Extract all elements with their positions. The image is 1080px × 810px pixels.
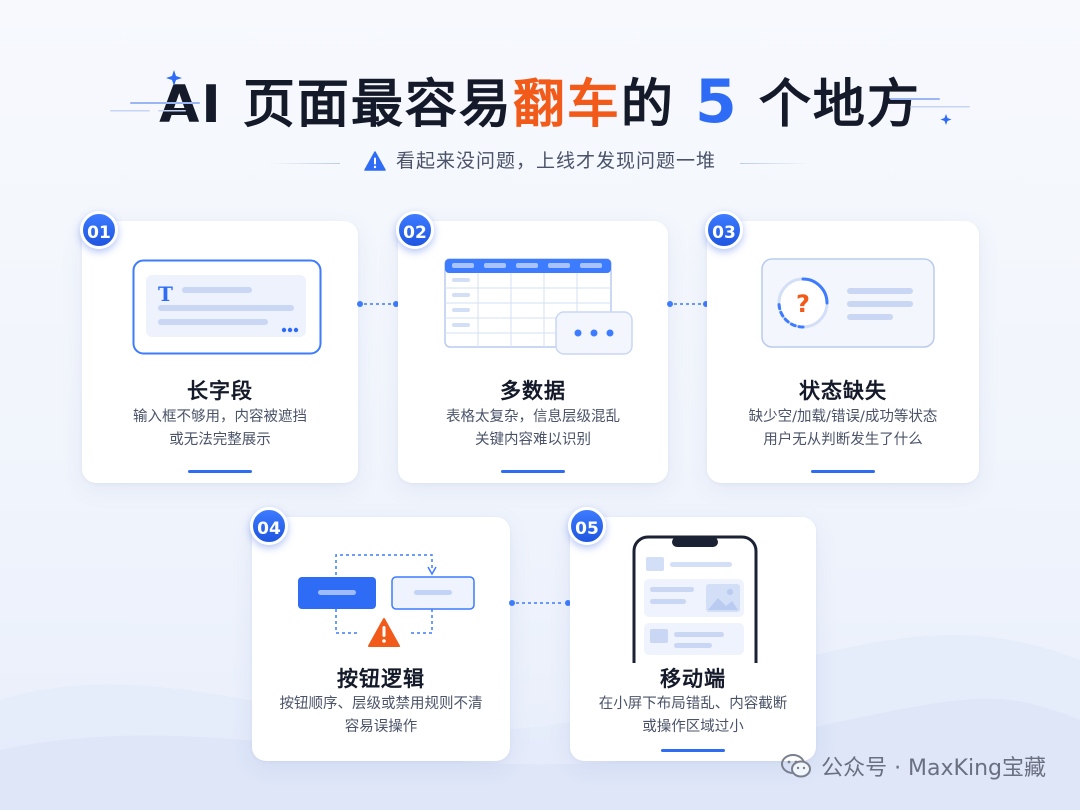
missing-state-illustration: ?: [761, 258, 935, 348]
title-highlight: 翻车: [512, 75, 621, 135]
card-button-logic: 04 按钮逻辑 按钮顺序、层级或禁用规则不清 容易误操作: [250, 507, 510, 761]
card-desc: 输入框不够用，内容被遮挡 或无法完整展示: [133, 409, 307, 448]
card-desc: 在小屏下布局错乱、内容截断 或操作区域过小: [598, 696, 788, 735]
button-logic-illustration: [298, 554, 475, 647]
warning-icon: [364, 151, 386, 171]
title-right-deco: [890, 98, 970, 125]
title-left-deco: [110, 70, 200, 112]
subtitle-right-line: [740, 163, 810, 164]
card-mobile: 05 移动端 在小屏下布局错乱、内容截断 或操作区域过小: [568, 507, 816, 761]
connector-1-2: [357, 301, 399, 307]
card-title: 按钮逻辑: [337, 667, 425, 691]
subtitle: 看起来没问题，上线才发现问题一堆: [0, 146, 1080, 173]
question-icon: ?: [796, 290, 810, 318]
card-desc: 按钮顺序、层级或禁用规则不清 容易误操作: [279, 696, 483, 735]
title-number: 5: [694, 67, 739, 137]
card-title: 多数据: [500, 379, 566, 403]
card-title: 长字段: [187, 379, 253, 403]
subtitle-left-line: [270, 163, 340, 164]
wechat-icon: [781, 754, 812, 778]
card-accent-bar: [661, 749, 725, 752]
text-t-icon: T: [158, 282, 173, 306]
card-number-badge: 05: [568, 507, 606, 545]
card-number-badge: 03: [705, 211, 743, 249]
long-field-illustration: T: [132, 259, 322, 355]
card-title: 移动端: [660, 667, 726, 691]
table-illustration: [444, 258, 633, 355]
card-long-field: 01 T 长字段 输入框不够用，内容被遮挡 或无法完整展示: [80, 211, 358, 483]
connector-2-3: [667, 301, 709, 307]
card-title: 状态缺失: [799, 379, 887, 403]
card-accent-bar: [501, 470, 565, 473]
card-number-badge: 04: [250, 507, 288, 545]
connector-4-5: [509, 600, 571, 606]
card-accent-bar: [811, 470, 875, 473]
watermark: 公众号 · MaxKing宝藏: [781, 750, 1046, 782]
card-number-badge: 02: [396, 211, 434, 249]
phone-illustration: [632, 535, 758, 663]
card-desc: 表格太复杂，信息层级混乱 关键内容难以识别: [446, 409, 620, 448]
card-desc: 缺少空/加载/错误/成功等状态 用户无从判断发生了什么: [748, 409, 938, 448]
card-missing-state: 03 ? 状态缺失 缺少空/加载/错误/成功等状态 用户无从判断发生了什么: [705, 211, 979, 483]
header: AI 页面最容易翻车的 5 个地方: [0, 62, 1080, 145]
card-accent-bar: [188, 470, 252, 473]
card-multi-data: 02 多数据 表格太复杂，信息层级混乱 关键内容难以识别: [396, 211, 668, 483]
page-title: AI 页面最容易翻车的 5 个地方: [159, 67, 921, 137]
card-number-badge: 01: [80, 211, 118, 249]
